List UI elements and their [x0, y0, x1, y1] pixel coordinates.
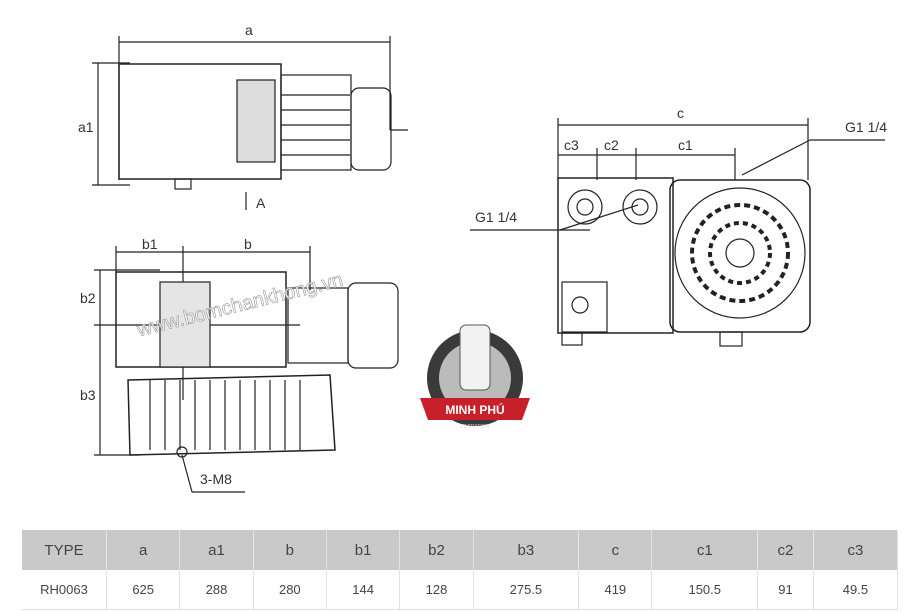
- bolt-label: 3-M8: [200, 471, 232, 487]
- front-view-pump: [94, 246, 399, 493]
- col-a: a: [106, 530, 181, 570]
- port-label-left: G1 1/4: [475, 209, 517, 225]
- col-b1: b1: [326, 530, 401, 570]
- dim-b3-label: b3: [80, 387, 96, 403]
- dim-c2-label: c2: [604, 137, 619, 153]
- view-a-label: A: [256, 195, 266, 211]
- dim-a1-label: a1: [78, 119, 94, 135]
- col-c2: c2: [757, 530, 814, 570]
- cell-c1: 150.5: [651, 570, 758, 610]
- cell-b2: 128: [399, 570, 474, 610]
- table-row: RH0063 625 288 280 144 128 275.5 419 150…: [22, 570, 899, 610]
- port-label-top: G1 1/4: [845, 119, 887, 135]
- logo-brand-text: MINH PHÚ: [445, 402, 504, 417]
- dim-b2-label: b2: [80, 290, 96, 306]
- col-type: TYPE: [22, 530, 107, 570]
- col-c: c: [578, 530, 653, 570]
- cell-c2: 91: [757, 570, 814, 610]
- col-c1: c1: [651, 530, 758, 570]
- minh-phu-logo: MINH PHÚ FILTRATION: [420, 324, 530, 430]
- table-header-row: TYPE a a1 b b1 b2 b3 c c1 c2 c3: [22, 530, 899, 570]
- cell-b3: 275.5: [473, 570, 580, 610]
- col-b3: b3: [473, 530, 580, 570]
- cell-b1: 144: [326, 570, 401, 610]
- top-view-pump: [92, 36, 408, 210]
- dimension-table: TYPE a a1 b b1 b2 b3 c c1 c2 c3 RH0063 6…: [22, 530, 899, 610]
- cell-a1: 288: [179, 570, 254, 610]
- logo-sub-text: FILTRATION: [461, 424, 490, 430]
- dim-c3-label: c3: [564, 137, 579, 153]
- dim-a-label: a: [245, 22, 253, 38]
- cell-c: 419: [578, 570, 653, 610]
- side-view-pump: [470, 118, 885, 347]
- technical-drawing: a a1 A b1 b b2 b3 3-M8 c c3 c2 c1 G1 1/4…: [78, 22, 887, 493]
- col-b2: b2: [399, 530, 474, 570]
- dim-c1-label: c1: [678, 137, 693, 153]
- cell-b: 280: [253, 570, 327, 610]
- col-a1: a1: [179, 530, 254, 570]
- cell-a: 625: [106, 570, 181, 610]
- cell-type: RH0063: [22, 570, 107, 610]
- dim-c-label: c: [677, 105, 684, 121]
- col-c3: c3: [813, 530, 899, 570]
- col-b: b: [253, 530, 327, 570]
- cell-c3: 49.5: [813, 570, 899, 610]
- dim-b1-label: b1: [142, 236, 158, 252]
- dim-b-label: b: [244, 236, 252, 252]
